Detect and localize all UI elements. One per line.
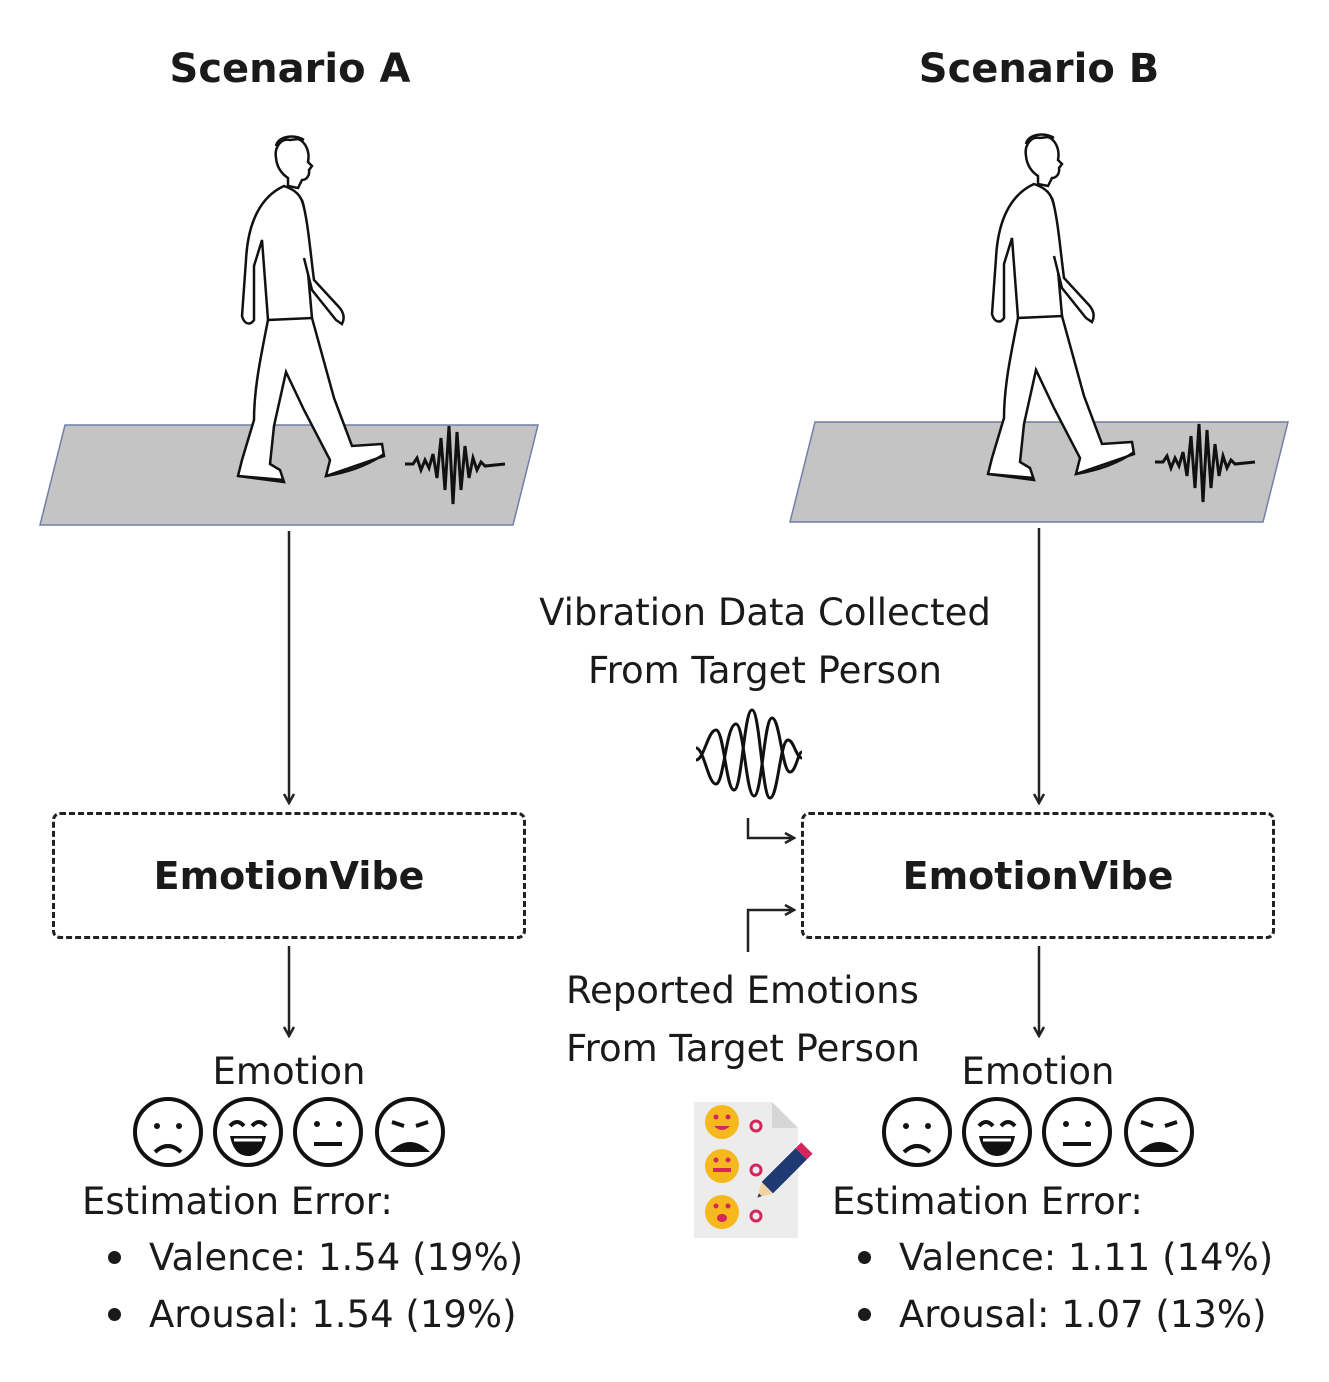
error-item-arousal-a: Arousal: 1.54 (19%) — [108, 1293, 517, 1336]
emotionvibe-box-a: EmotionVibe — [52, 812, 526, 939]
vibration-caption-line-1: Vibration Data Collected — [539, 591, 991, 634]
vibration-caption: Vibration Data Collected From Target Per… — [505, 584, 1025, 700]
emotionvibe-label-b: EmotionVibe — [902, 853, 1174, 898]
emotionvibe-label-a: EmotionVibe — [153, 853, 425, 898]
bullet-dot — [108, 1251, 121, 1264]
bullet-dot — [858, 1308, 871, 1321]
valence-error-a: Valence: 1.54 (19%) — [149, 1236, 524, 1279]
emotionvibe-box-b: EmotionVibe — [801, 812, 1275, 939]
report-caption-line-1: Reported Emotions — [566, 969, 919, 1012]
error-item-valence-b: Valence: 1.11 (14%) — [858, 1236, 1273, 1279]
error-item-arousal-b: Arousal: 1.07 (13%) — [858, 1293, 1267, 1336]
arousal-error-b: Arousal: 1.07 (13%) — [899, 1293, 1267, 1336]
arousal-error-a: Arousal: 1.54 (19%) — [149, 1293, 517, 1336]
vibration-caption-line-2: From Target Person — [588, 649, 942, 692]
estimation-error-title-a: Estimation Error: — [82, 1180, 393, 1223]
bullet-dot — [858, 1251, 871, 1264]
arrow-vibration-to-model — [746, 818, 794, 838]
report-caption-line-2: From Target Person — [566, 1027, 920, 1070]
floor-plate-a — [39, 424, 539, 526]
vibration-data-icon — [695, 708, 803, 800]
error-item-valence-a: Valence: 1.54 (19%) — [108, 1236, 523, 1279]
emotion-label-a: Emotion — [212, 1050, 366, 1093]
arrow-report-to-model — [746, 910, 794, 952]
survey-report-icon — [694, 1102, 813, 1238]
estimation-error-title-b: Estimation Error: — [832, 1180, 1143, 1223]
bullet-dot — [108, 1308, 121, 1321]
valence-error-b: Valence: 1.11 (14%) — [899, 1236, 1274, 1279]
report-caption: Reported Emotions From Target Person — [520, 962, 980, 1078]
emotion-label-b: Emotion — [961, 1050, 1115, 1093]
scenario-b-title: Scenario B — [918, 46, 1160, 92]
scenario-a-title: Scenario A — [169, 46, 411, 92]
floor-plate-b — [789, 421, 1289, 523]
